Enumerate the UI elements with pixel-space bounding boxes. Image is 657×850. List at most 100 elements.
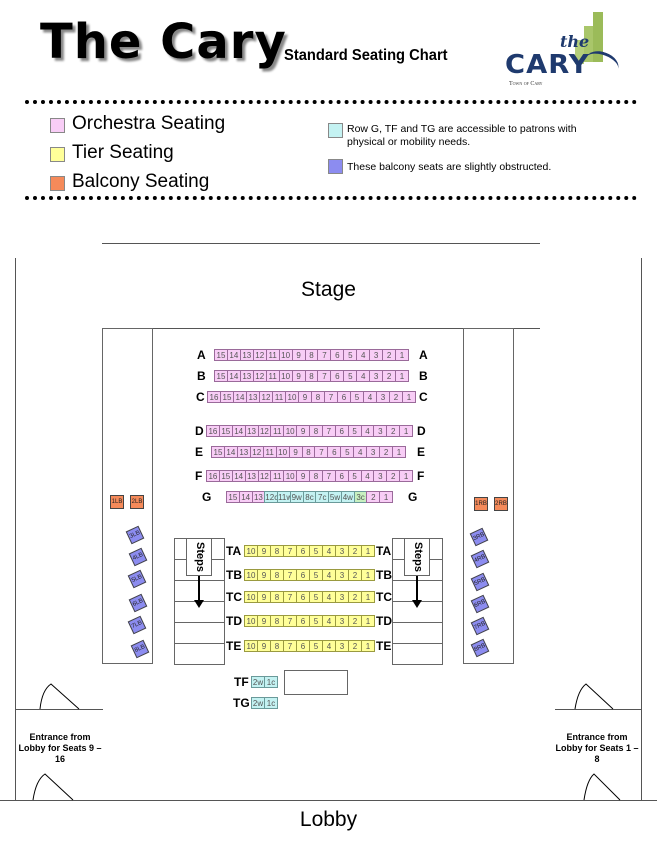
seat-TD-1[interactable]: 1	[361, 615, 375, 627]
balcony-seat-2RB[interactable]: 2RB	[494, 497, 508, 511]
seat-A-15[interactable]: 15	[214, 349, 228, 361]
seat-TG-2w[interactable]: 2w	[251, 697, 265, 709]
seat-TD-8[interactable]: 8	[270, 615, 284, 627]
seat-TE-7[interactable]: 7	[283, 640, 297, 652]
seat-C-1[interactable]: 1	[402, 391, 416, 403]
seat-D-5[interactable]: 5	[347, 425, 362, 437]
seat-TB-10[interactable]: 10	[244, 569, 258, 581]
seat-TA-1[interactable]: 1	[361, 545, 375, 557]
seat-B-3[interactable]: 3	[369, 370, 384, 382]
seat-C-13[interactable]: 13	[246, 391, 260, 403]
seat-C-11[interactable]: 11	[272, 391, 286, 403]
seat-C-5[interactable]: 5	[350, 391, 364, 403]
seat-TG-1c[interactable]: 1c	[264, 697, 278, 709]
seat-D-12[interactable]: 12	[257, 425, 272, 437]
seat-F-6[interactable]: 6	[334, 470, 349, 482]
seat-B-6[interactable]: 6	[330, 370, 345, 382]
seat-G-15[interactable]: 15	[226, 491, 240, 503]
seat-E-4[interactable]: 4	[353, 446, 368, 458]
seat-F-15[interactable]: 15	[218, 470, 233, 482]
seat-D-10[interactable]: 10	[283, 425, 298, 437]
seat-F-14[interactable]: 14	[231, 470, 246, 482]
seat-TC-2[interactable]: 2	[348, 591, 362, 603]
seat-TD-10[interactable]: 10	[244, 615, 258, 627]
seat-TA-3[interactable]: 3	[335, 545, 349, 557]
seat-C-8[interactable]: 8	[311, 391, 325, 403]
seat-TE-9[interactable]: 9	[257, 640, 271, 652]
seat-TB-5[interactable]: 5	[309, 569, 323, 581]
seat-G-3c[interactable]: 3c	[353, 491, 368, 503]
seat-TC-7[interactable]: 7	[283, 591, 297, 603]
seat-TD-7[interactable]: 7	[283, 615, 297, 627]
seat-TA-6[interactable]: 6	[296, 545, 310, 557]
seat-TE-4[interactable]: 4	[322, 640, 336, 652]
seat-TC-8[interactable]: 8	[270, 591, 284, 603]
seat-B-9[interactable]: 9	[291, 370, 306, 382]
seat-TD-5[interactable]: 5	[309, 615, 323, 627]
seat-C-6[interactable]: 6	[337, 391, 351, 403]
seat-E-8[interactable]: 8	[301, 446, 316, 458]
seat-TE-8[interactable]: 8	[270, 640, 284, 652]
seat-TF-1c[interactable]: 1c	[264, 676, 278, 688]
seat-B-8[interactable]: 8	[304, 370, 319, 382]
seat-TC-5[interactable]: 5	[309, 591, 323, 603]
seat-D-9[interactable]: 9	[296, 425, 310, 437]
seat-F-2[interactable]: 2	[386, 470, 401, 482]
seat-G-2[interactable]: 2	[366, 491, 381, 503]
seat-E-12[interactable]: 12	[249, 446, 264, 458]
seat-TC-9[interactable]: 9	[257, 591, 271, 603]
seat-C-4[interactable]: 4	[363, 391, 377, 403]
seat-E-7[interactable]: 7	[314, 446, 329, 458]
seat-TC-3[interactable]: 3	[335, 591, 349, 603]
seat-E-10[interactable]: 10	[275, 446, 290, 458]
seat-TD-6[interactable]: 6	[296, 615, 310, 627]
seat-E-5[interactable]: 5	[340, 446, 355, 458]
seat-B-11[interactable]: 11	[265, 370, 280, 382]
seat-D-14[interactable]: 14	[231, 425, 246, 437]
seat-TE-5[interactable]: 5	[309, 640, 323, 652]
seat-TC-6[interactable]: 6	[296, 591, 310, 603]
seat-D-2[interactable]: 2	[386, 425, 401, 437]
seat-TA-8[interactable]: 8	[270, 545, 284, 557]
seat-C-9[interactable]: 9	[298, 391, 312, 403]
seat-C-2[interactable]: 2	[389, 391, 403, 403]
seat-A-5[interactable]: 5	[343, 349, 358, 361]
seat-TA-5[interactable]: 5	[309, 545, 323, 557]
seat-D-11[interactable]: 11	[270, 425, 285, 437]
seat-TC-1[interactable]: 1	[361, 591, 375, 603]
seat-B-4[interactable]: 4	[356, 370, 371, 382]
seat-TA-2[interactable]: 2	[348, 545, 362, 557]
seat-TB-4[interactable]: 4	[322, 569, 336, 581]
seat-G-7c[interactable]: 7c	[315, 491, 330, 503]
seat-D-3[interactable]: 3	[373, 425, 388, 437]
seat-F-8[interactable]: 8	[309, 470, 323, 482]
seat-G-13[interactable]: 13	[251, 491, 266, 503]
seat-TB-7[interactable]: 7	[283, 569, 297, 581]
seat-D-4[interactable]: 4	[360, 425, 375, 437]
seat-F-16[interactable]: 16	[206, 470, 220, 482]
seat-B-7[interactable]: 7	[317, 370, 332, 382]
seat-A-4[interactable]: 4	[356, 349, 371, 361]
seat-G-4w[interactable]: 4w	[340, 491, 355, 503]
seat-C-10[interactable]: 10	[285, 391, 299, 403]
seat-B-15[interactable]: 15	[214, 370, 228, 382]
seat-C-16[interactable]: 16	[207, 391, 221, 403]
seat-TB-1[interactable]: 1	[361, 569, 375, 581]
seat-TB-9[interactable]: 9	[257, 569, 271, 581]
seat-D-1[interactable]: 1	[399, 425, 413, 437]
seat-E-15[interactable]: 15	[211, 446, 225, 458]
seat-G-5w[interactable]: 5w	[328, 491, 342, 503]
seat-TC-4[interactable]: 4	[322, 591, 336, 603]
seat-D-6[interactable]: 6	[334, 425, 349, 437]
seat-TF-2w[interactable]: 2w	[251, 676, 265, 688]
seat-TE-1[interactable]: 1	[361, 640, 375, 652]
seat-B-14[interactable]: 14	[226, 370, 241, 382]
seat-E-9[interactable]: 9	[288, 446, 303, 458]
seat-G-9w[interactable]: 9w	[289, 491, 304, 503]
seat-TD-9[interactable]: 9	[257, 615, 271, 627]
seat-D-15[interactable]: 15	[218, 425, 233, 437]
seat-F-9[interactable]: 9	[296, 470, 310, 482]
balcony-seat-1LB[interactable]: 1LB	[110, 495, 124, 509]
seat-D-13[interactable]: 13	[244, 425, 259, 437]
seat-TA-4[interactable]: 4	[322, 545, 336, 557]
